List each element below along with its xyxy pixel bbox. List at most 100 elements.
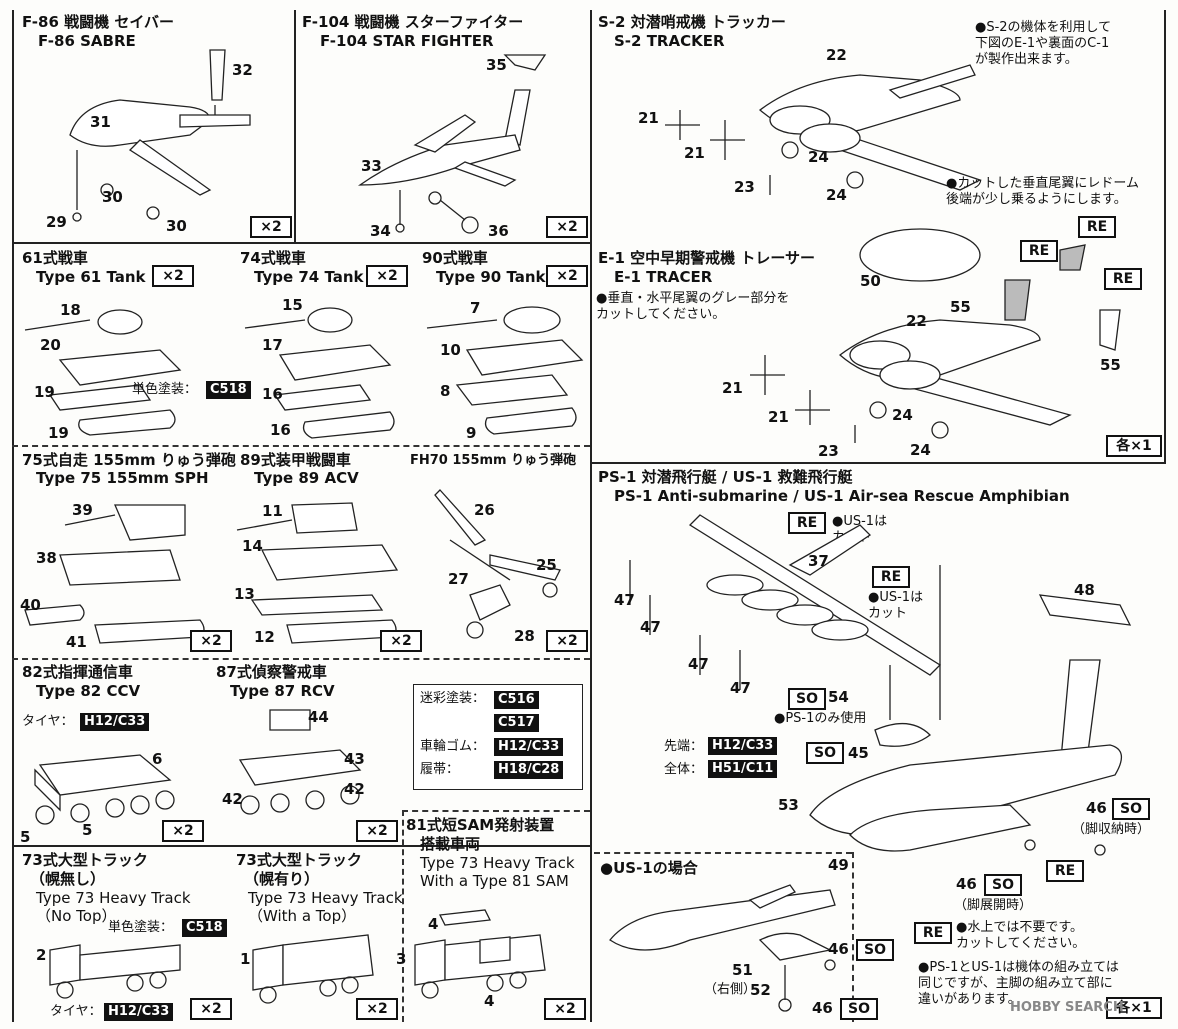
f104-title-en: F-104 STAR FIGHTER: [320, 32, 494, 50]
part-number: 50: [860, 272, 881, 290]
part-number: 24: [808, 148, 829, 166]
part-number: 21: [638, 109, 659, 127]
qty-box: ×2: [546, 265, 588, 287]
part-number: 37: [808, 552, 829, 570]
part-number: 55: [950, 298, 971, 316]
divider: [12, 445, 590, 447]
part-number: 54: [828, 688, 849, 706]
t73b-title2: （幌有り）: [244, 870, 320, 888]
tire-code: H12/C33: [104, 1003, 174, 1021]
divider: [12, 242, 590, 244]
divider: [852, 852, 854, 1022]
e1-note: ●垂直・水平尾翼のグレー部分を カットしてください。: [596, 291, 790, 322]
fh70-title-jp: FH70 155mm りゅう弾砲: [410, 453, 577, 468]
e1-note-top: ●カットした垂直尾翼にレドーム 後端が少し乗るようにします。: [946, 176, 1139, 207]
qty-box: 各×1: [1106, 997, 1162, 1019]
body-code: H51/C11: [708, 760, 778, 778]
t90-drawing: [426, 306, 584, 435]
t74-title-en: Type 74 Tank: [254, 268, 364, 286]
legend-label: 履帯：: [420, 762, 460, 777]
divider: [590, 462, 1166, 464]
re-box: RE: [788, 512, 826, 534]
qty-box: ×2: [162, 820, 204, 842]
qty-box: ×2: [546, 630, 588, 652]
tire-label: タイヤ：: [22, 714, 74, 729]
so-box: SO: [840, 998, 878, 1020]
part-number: 40: [20, 596, 41, 614]
part-number: 24: [910, 441, 931, 459]
part-number: 18: [60, 301, 81, 319]
qty-box: 各×1: [1106, 435, 1162, 457]
t73b-title: 73式大型トラック: [236, 851, 362, 869]
e1-title-jp: E-1 空中早期警戒機 トレーサー: [598, 249, 816, 267]
s2-drawing: [665, 64, 982, 195]
qty-box: ×2: [190, 998, 232, 1020]
us1-cut-note: ●US-1は カット: [868, 590, 924, 621]
part-number: 31: [90, 113, 111, 131]
so-box: SO: [984, 874, 1022, 896]
re-box: RE: [1020, 240, 1058, 262]
t81-en: Type 73 Heavy Track: [420, 854, 575, 872]
part-number: 23: [734, 178, 755, 196]
t73a-drawing: [49, 944, 181, 999]
part-number: 34: [370, 222, 391, 240]
t74-title-jp: 74式戦車: [240, 249, 306, 267]
extend-note: （脚展開時）: [954, 898, 1033, 913]
part-number: 42: [344, 780, 365, 798]
part-number: 47: [730, 679, 751, 697]
e1-title-en: E-1 TRACER: [614, 268, 713, 286]
s2-title-jp: S-2 対潜哨戒機 トラッカー: [598, 13, 786, 31]
f86-title-en: F-86 SABRE: [38, 32, 136, 50]
part-number: 24: [892, 406, 913, 424]
part-number: 28: [514, 627, 535, 645]
part-number: 14: [242, 537, 263, 555]
part-number: 3: [396, 950, 407, 968]
divider: [402, 810, 404, 1022]
part-number: 19: [48, 424, 69, 442]
legend-code: H12/C33: [494, 738, 564, 756]
t82-title-jp: 82式指揮通信車: [22, 663, 133, 681]
body-label: 全体：: [664, 762, 704, 777]
tire-label: タイヤ：: [50, 1004, 102, 1019]
part-number: 21: [768, 408, 789, 426]
t81-drawing: [414, 909, 546, 999]
part-number: 30: [166, 217, 187, 235]
part-number: 26: [474, 501, 495, 519]
re-box: RE: [872, 566, 910, 588]
part-number: 32: [232, 61, 253, 79]
so-box: SO: [806, 742, 844, 764]
t89-drawing: [236, 502, 399, 644]
divider: [594, 852, 852, 854]
part-number: 41: [66, 633, 87, 651]
part-number: 38: [36, 549, 57, 567]
part-number: 39: [72, 501, 93, 519]
part-number: 22: [826, 46, 847, 64]
part-number: 29: [46, 213, 67, 231]
t90-title-en: Type 90 Tank: [436, 268, 546, 286]
t73a-title2: （幌無し）: [30, 870, 106, 888]
part-number: 10: [440, 341, 461, 359]
part-number: 15: [282, 296, 303, 314]
t87-title-en: Type 87 RCV: [230, 682, 335, 700]
divider: [12, 10, 14, 1022]
part-number: 36: [488, 222, 509, 240]
part-number: 24: [826, 186, 847, 204]
ps1-drawing: [629, 514, 1132, 856]
t87-title-jp: 87式偵察警戒車: [216, 663, 327, 681]
part-number: 17: [262, 336, 283, 354]
f86-title-jp: F-86 戦闘機 セイバー: [22, 13, 175, 31]
part-number: 16: [262, 385, 283, 403]
part-number: 42: [222, 790, 243, 808]
s2-title-en: S-2 TRACKER: [614, 32, 725, 50]
ps1-note: ●PS-1とUS-1は機体の組み立ては 同じですが、主脚の組み立て部に 違いがあ…: [918, 960, 1119, 1007]
part-number: 20: [40, 336, 61, 354]
part-number: 47: [688, 655, 709, 673]
part-number: 21: [684, 144, 705, 162]
us1-title: ●US-1の場合: [600, 859, 698, 877]
part-number: 33: [361, 157, 382, 175]
tire-code: H12/C33: [80, 713, 150, 731]
paint-code: C518: [206, 381, 251, 399]
part-number: 47: [640, 618, 661, 636]
part-number: 2: [36, 946, 47, 964]
divider: [402, 810, 590, 812]
